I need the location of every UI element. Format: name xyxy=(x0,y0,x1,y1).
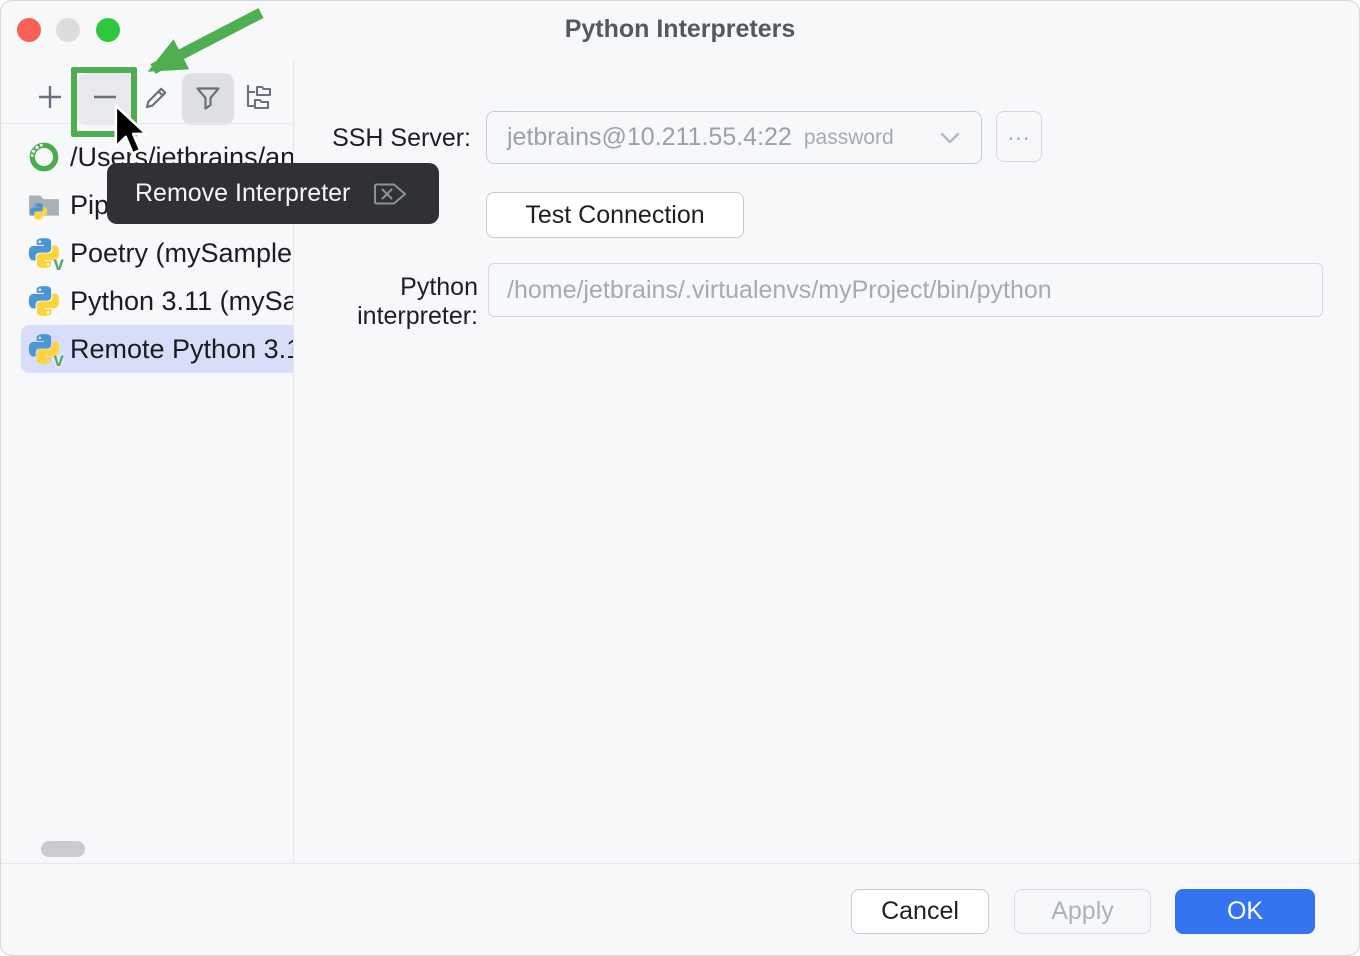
pipenv-icon xyxy=(27,188,61,222)
list-item-label: Poetry (mySample xyxy=(70,237,293,268)
filter-button[interactable] xyxy=(182,73,234,125)
list-item-python311[interactable]: Python 3.11 (mySa xyxy=(21,277,293,325)
ellipsis-label: ... xyxy=(1007,118,1031,146)
plus-icon xyxy=(35,82,65,117)
browse-ssh-configurations-button[interactable]: ... xyxy=(996,111,1042,162)
tooltip-remove-interpreter: Remove Interpreter xyxy=(107,163,439,224)
list-item-remote-python[interactable]: v Remote Python 3.1 xyxy=(21,325,293,373)
list-item-label: Python 3.11 (mySa xyxy=(70,285,293,316)
delete-key-icon xyxy=(372,180,410,208)
python-interpreter-label: Python interpreter: xyxy=(357,273,478,330)
footer-separator xyxy=(1,863,1359,864)
annotation-highlight-box xyxy=(71,67,137,137)
python-interpreter-value: /home/jetbrains/.virtualenvs/myProject/b… xyxy=(507,275,1052,304)
test-connection-button[interactable]: Test Connection xyxy=(486,192,744,238)
annotation-arrow xyxy=(147,8,264,74)
tooltip-label: Remove Interpreter xyxy=(135,179,351,207)
add-interpreter-button[interactable] xyxy=(24,73,76,125)
apply-button[interactable]: Apply xyxy=(1014,889,1151,934)
virtualenv-badge: v xyxy=(53,254,64,275)
pencil-icon xyxy=(142,82,172,117)
horizontal-scrollbar-thumb[interactable] xyxy=(41,841,85,857)
cancel-button[interactable]: Cancel xyxy=(851,889,989,934)
ssh-server-label: SSH Server: xyxy=(332,124,471,152)
virtualenv-badge: v xyxy=(53,350,64,371)
dialog-title: Python Interpreters xyxy=(564,15,796,43)
filter-funnel-icon xyxy=(193,82,223,117)
zoom-window-button[interactable] xyxy=(96,18,120,42)
toolbar-separator xyxy=(1,123,293,124)
list-item-poetry[interactable]: v Poetry (mySample xyxy=(21,229,293,277)
tree-folders-icon xyxy=(243,81,275,118)
minus-icon xyxy=(90,82,120,117)
close-window-button[interactable] xyxy=(17,18,41,42)
ssh-auth-type: password xyxy=(803,125,894,149)
minimize-window-button xyxy=(56,18,80,42)
list-item-label: Remote Python 3.1 xyxy=(70,333,293,364)
list-item-label: Pip xyxy=(70,189,110,220)
ok-button[interactable]: OK xyxy=(1175,889,1315,934)
python-interpreter-field: /home/jetbrains/.virtualenvs/myProject/b… xyxy=(488,263,1323,317)
panel-divider xyxy=(293,61,294,863)
python-venv-icon: v xyxy=(27,332,64,371)
edit-interpreter-button[interactable] xyxy=(131,73,183,125)
python-icon xyxy=(27,284,61,318)
titlebar: Python Interpreters xyxy=(1,1,1359,61)
mouse-cursor xyxy=(114,104,148,155)
chevron-down-icon xyxy=(939,123,961,152)
show-interpreter-paths-button[interactable] xyxy=(233,73,285,125)
list-item-pipenv[interactable]: Pip xyxy=(21,181,293,229)
python-venv-icon: v xyxy=(27,236,64,275)
ssh-server-value: jetbrains@10.211.55.4:22 xyxy=(507,123,792,151)
ssh-server-select[interactable]: jetbrains@10.211.55.4:22 password xyxy=(486,111,982,164)
conda-icon xyxy=(27,140,61,174)
interpreter-list: /Users/jetbrains/an Pip v xyxy=(1,133,293,833)
